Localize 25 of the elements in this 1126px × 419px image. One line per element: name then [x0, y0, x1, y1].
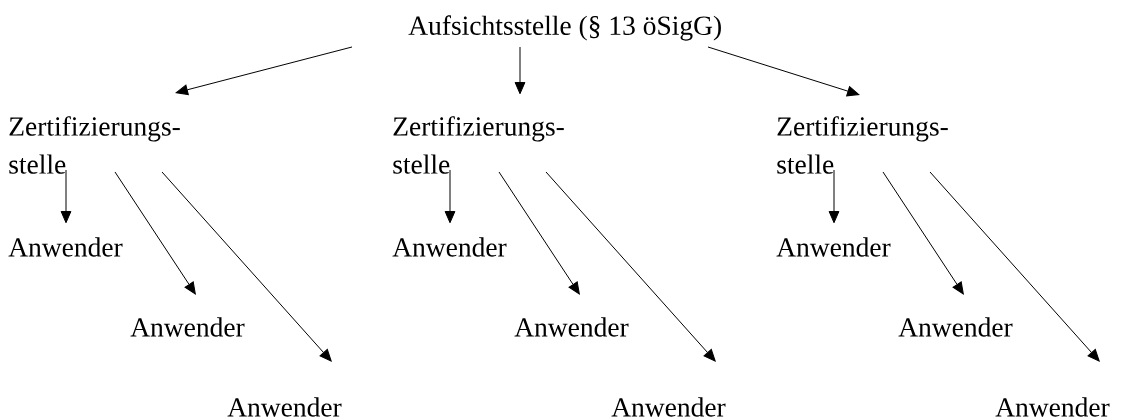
arrow	[882, 171, 964, 295]
certification-label: Zertifizierungs- stelle	[9, 116, 180, 174]
arrow	[929, 171, 1100, 362]
arrow	[161, 171, 332, 362]
certification-label: Zertifizierungs- stelle	[393, 116, 564, 174]
user-label: Anwender	[392, 237, 507, 257]
user-label: Anwender	[227, 397, 342, 417]
user-label: Anwender	[611, 397, 726, 417]
user-label: Anwender	[130, 317, 245, 337]
user-label: Anwender	[776, 237, 891, 257]
arrow	[545, 171, 716, 362]
arrow	[514, 46, 526, 95]
arrow	[828, 169, 840, 224]
user-label: Anwender	[8, 237, 123, 257]
arrow	[175, 46, 353, 96]
authority-label: Aufsichtsstelle (§ 13 öSigG)	[408, 15, 721, 41]
arrow	[114, 171, 196, 295]
user-label: Anwender	[514, 317, 629, 337]
certification-label: Zertifizierungs- stelle	[777, 116, 948, 174]
user-label: Anwender	[995, 397, 1110, 417]
arrow	[60, 169, 72, 224]
user-label: Anwender	[898, 317, 1013, 337]
arrow	[444, 169, 456, 224]
arrow	[498, 171, 580, 295]
arrow	[707, 46, 860, 97]
